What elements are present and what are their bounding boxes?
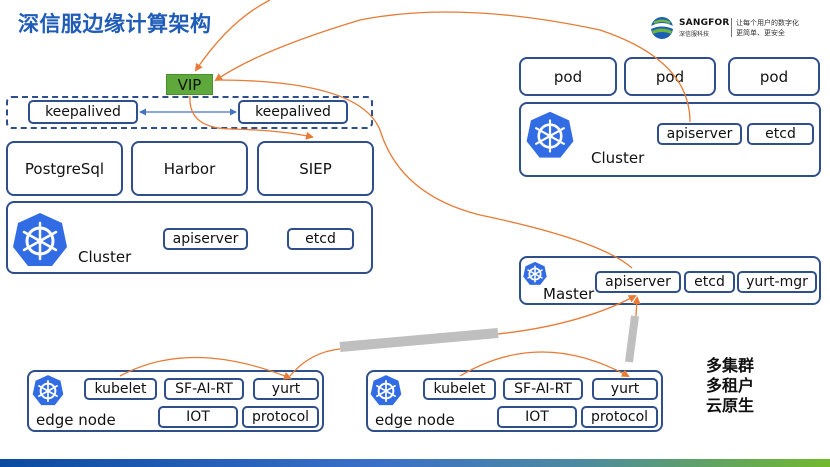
kubernetes-icon	[526, 111, 574, 158]
feature-list: 多集群 多租户 云原生	[706, 356, 754, 416]
keepalived-secondary: keepalived	[238, 100, 348, 124]
logo-slogan-line2: 更简单、更安全	[736, 29, 785, 37]
kubernetes-icon	[32, 375, 64, 406]
left-apiserver: apiserver	[163, 228, 248, 250]
edge-node-1-sf-ai-rt: SF-AI-RT	[164, 378, 244, 400]
service-postgresql: PostgreSql	[6, 141, 123, 196]
right-cluster-label: Cluster	[591, 149, 645, 167]
edge-node-2-label: edge node	[375, 411, 455, 429]
kubernetes-icon	[523, 261, 547, 285]
right-apiserver: apiserver	[657, 123, 742, 145]
kubernetes-icon	[370, 375, 402, 406]
edge-node-1-label: edge node	[36, 411, 116, 429]
edge-node-2-sf-ai-rt: SF-AI-RT	[503, 378, 583, 400]
right-etcd: etcd	[747, 123, 814, 145]
edge-node-2-kubelet: kubelet	[423, 378, 496, 400]
logo-slogan-line1: 让每个用户的数字化	[736, 19, 799, 27]
edge-node-1-protocol: protocol	[242, 406, 319, 428]
service-siep: SIEP	[257, 141, 374, 196]
feature-item: 云原生	[706, 396, 755, 415]
sangfor-globe-icon	[651, 17, 673, 39]
page-title: 深信服边缘计算架构	[18, 12, 212, 36]
logo-separator	[731, 18, 732, 37]
tunnel-bar	[625, 315, 639, 363]
kubernetes-icon	[13, 213, 67, 266]
vip-node: VIP	[166, 74, 213, 95]
left-cluster-label: Cluster	[78, 248, 132, 266]
pod-1: pod	[519, 57, 617, 96]
edge-node-2-protocol: protocol	[581, 406, 658, 428]
edge-node-1-iot: IOT	[158, 406, 238, 428]
pod-2: pod	[624, 57, 716, 96]
keepalived-primary: keepalived	[28, 100, 138, 124]
left-etcd: etcd	[287, 228, 354, 250]
service-harbor: Harbor	[131, 141, 248, 196]
feature-item: 多租户	[706, 376, 755, 395]
footer-gradient-bar	[0, 459, 830, 467]
logo-brand-cn: 深信服科技	[679, 31, 710, 38]
master-apiserver: apiserver	[595, 271, 681, 293]
master-label: Master	[543, 285, 595, 303]
feature-item: 多集群	[706, 356, 755, 375]
master-yurt-mgr: yurt-mgr	[737, 271, 817, 293]
edge-node-1-kubelet: kubelet	[84, 378, 157, 400]
tunnel-bar	[339, 328, 499, 352]
master-etcd: etcd	[684, 271, 735, 293]
edge-node-1-yurt: yurt	[253, 378, 319, 400]
edge-node-2-iot: IOT	[497, 406, 577, 428]
sangfor-logo: SANGFOR 深信服科技 让每个用户的数字化 更简单、更安全	[649, 16, 829, 40]
edge-node-2-yurt: yurt	[592, 378, 658, 400]
pod-3: pod	[728, 57, 820, 96]
logo-brand: SANGFOR	[679, 18, 730, 28]
